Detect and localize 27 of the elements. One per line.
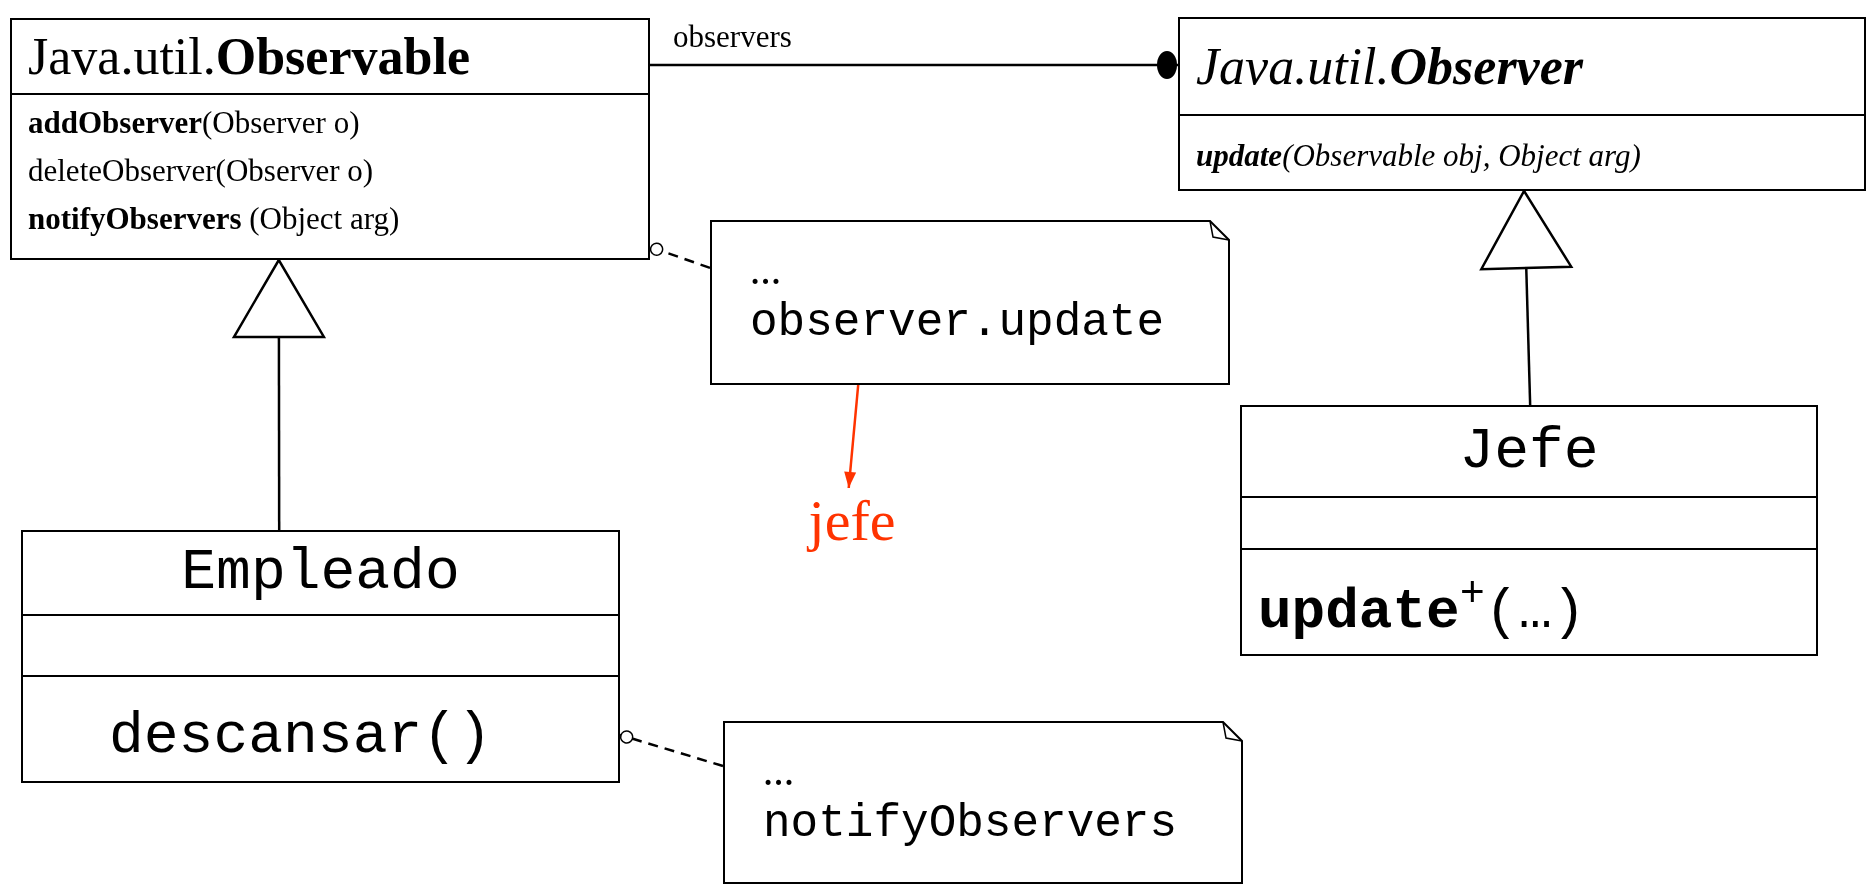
class-box (1178, 17, 1866, 191)
class-box (1240, 405, 1818, 656)
class-name: Java.util.Observer (1196, 40, 1584, 93)
method-text: update$^{+}$(…) (1258, 570, 1587, 646)
generalization-arrow (232, 258, 326, 530)
note-box (710, 220, 1230, 385)
method-text: addObserver(Observer o) (28, 104, 361, 142)
note-anchor-line (619, 730, 724, 768)
class-name: Jefe (1459, 422, 1599, 481)
method-text: notifyObservers (Object arg) (28, 200, 401, 238)
class-name: Empleado (181, 544, 460, 602)
association-line (650, 51, 1178, 79)
code-text: notifyObservers (763, 797, 1178, 851)
class-box (21, 530, 620, 783)
method-text: update(Observable obj, Object arg) (1196, 137, 1642, 175)
note-box (723, 721, 1243, 884)
arrow (844, 384, 860, 489)
code-text: observer.update (750, 296, 1165, 350)
note-anchor-line (649, 242, 711, 270)
method-text: descansar() (109, 703, 493, 771)
annotation-text: jefe (797, 488, 907, 554)
ellipsis-text: … (750, 256, 781, 292)
method-text: deleteObserver(Observer o) (28, 152, 375, 190)
generalization-arrow (1480, 189, 1573, 406)
ellipsis-text: … (763, 757, 794, 793)
class-box (10, 18, 650, 260)
class-name: Java.util.Observable (28, 30, 470, 83)
